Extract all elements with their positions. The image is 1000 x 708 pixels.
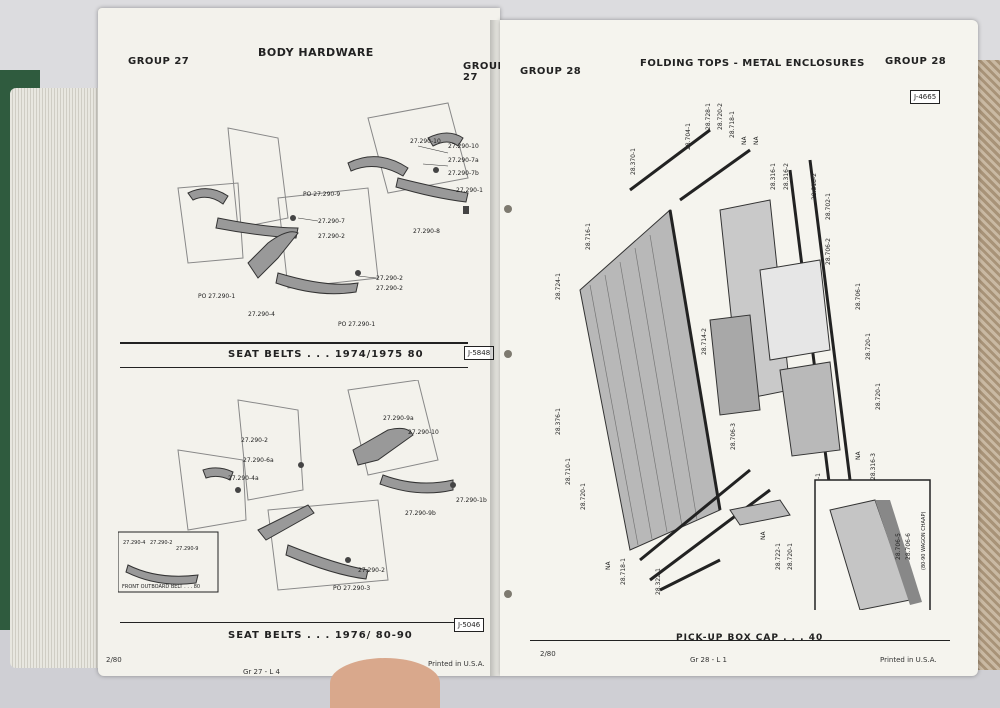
inset-callout: 27.290-9 bbox=[176, 546, 198, 552]
callout-label: 27.290-2 bbox=[358, 567, 385, 574]
callout-label: PO 27.290-1 bbox=[198, 293, 235, 300]
page-stack-edge bbox=[10, 88, 100, 668]
callout-label: 27.290-4 bbox=[248, 311, 275, 318]
section-2-stamp: J-5046 bbox=[454, 618, 485, 632]
right-stamp: J-4665 bbox=[910, 90, 941, 104]
right-page-title: FOLDING TOPS - METAL ENCLOSURES bbox=[640, 58, 865, 69]
callout-label: 28.714-2 bbox=[701, 328, 708, 355]
inset-label: (80-90 WAGON CHAAP) bbox=[921, 512, 927, 570]
left-page-title: BODY HARDWARE bbox=[258, 46, 374, 59]
callout-label: 27.290-6a bbox=[243, 457, 274, 464]
callout-label: 28.376-1 bbox=[555, 408, 562, 435]
seat-belts-1974-diagram: 27.290-10 27.290-10 27.290-7a 27.290-7b … bbox=[177, 102, 483, 328]
callout-label: 27.290-2 bbox=[318, 233, 345, 240]
callout-label: NA bbox=[753, 136, 760, 145]
callout-label: 27.290-7a bbox=[448, 157, 479, 164]
binder-hole bbox=[504, 590, 512, 598]
callout-label: 27.290-4a bbox=[228, 475, 259, 482]
binder-hole bbox=[504, 350, 512, 358]
callout-label: 28.706-3 bbox=[730, 423, 737, 450]
callout-label: 27.290-9b bbox=[405, 510, 436, 517]
callout-label: 27.290-9a bbox=[383, 415, 414, 422]
left-footer-date: 2/80 bbox=[106, 656, 122, 664]
callout-label: NA bbox=[605, 561, 612, 570]
right-footer-date: 2/80 bbox=[540, 650, 556, 658]
callout-label: NA bbox=[855, 451, 862, 460]
section-2-caption: SEAT BELTS . . . 1976/ 80-90 bbox=[228, 630, 413, 641]
callout-label: 27.290-8 bbox=[413, 228, 440, 235]
right-footer-printed: Printed in U.S.A. bbox=[880, 656, 937, 664]
callout-label: 27.290-10 bbox=[448, 143, 479, 150]
callout-label: 28.316-3 bbox=[870, 453, 877, 480]
callout-label: 28.318-2 bbox=[811, 173, 818, 200]
inset-callout: 28.706-5 bbox=[895, 533, 902, 560]
callout-label: PO 27.290-1 bbox=[338, 321, 375, 328]
callout-label: 27.290-2 bbox=[376, 285, 403, 292]
callout-label: PO 27.290-9 bbox=[303, 191, 340, 198]
callout-label: 27.290-10 bbox=[408, 429, 439, 436]
left-group-label-right: GROUP 27 bbox=[463, 61, 506, 83]
callout-label: 28.728-1 bbox=[705, 103, 712, 130]
callout-label: 27.290-7 bbox=[318, 218, 345, 225]
right-group-label-right: GROUP 28 bbox=[885, 56, 947, 67]
section-1-caption: SEAT BELTS . . . 1974/1975 80 bbox=[228, 349, 424, 360]
callout-label: 28.720-2 bbox=[717, 103, 724, 130]
callout-label: 28.706-2 bbox=[825, 238, 832, 265]
left-group-label: GROUP 27 bbox=[128, 56, 190, 67]
callout-label: NA bbox=[760, 531, 767, 540]
callout-label: 27.290-2 bbox=[241, 437, 268, 444]
section-divider bbox=[120, 342, 468, 344]
callout-label: 28.720-1 bbox=[865, 333, 872, 360]
callout-label: 28.718-1 bbox=[620, 558, 627, 585]
right-group-label: GROUP 28 bbox=[520, 66, 582, 77]
callout-label: 27.290-7b bbox=[448, 170, 479, 177]
left-page: GROUP 27 BODY HARDWARE GROUP 27 bbox=[98, 8, 505, 676]
callout-label: 28.722-1 bbox=[775, 543, 782, 570]
callout-label: 28.370-1 bbox=[630, 148, 637, 175]
section-divider bbox=[120, 622, 468, 623]
callout-label: 28.316-1 bbox=[770, 163, 777, 190]
callout-label: 28.702-1 bbox=[825, 193, 832, 220]
callout-label: PO 27.290-3 bbox=[333, 585, 370, 592]
callout-label: 28.710-1 bbox=[565, 458, 572, 485]
right-caption: PICK-UP BOX CAP . . . 40 bbox=[676, 633, 824, 643]
pick-up-box-cap-diagram: 28.728-1 28.720-2 28.718-1 NA NA 28.704-… bbox=[555, 103, 931, 610]
callout-label: 28.720-1 bbox=[875, 383, 882, 410]
callout-label: 28.316-2 bbox=[783, 163, 790, 190]
callout-label: 28.720-1 bbox=[787, 543, 794, 570]
left-footer-page: Gr 27 - L 4 bbox=[243, 668, 280, 676]
callout-label: 28.720-1 bbox=[580, 483, 587, 510]
right-page: GROUP 28 FOLDING TOPS - METAL ENCLOSURES… bbox=[500, 20, 978, 676]
callout-label: 28.724-1 bbox=[555, 273, 562, 300]
callout-label: 28.706-1 bbox=[855, 283, 862, 310]
callout-label: 27.290-2 bbox=[376, 275, 403, 282]
callout-label: 27.290-10 bbox=[410, 138, 441, 145]
seat-belts-1976-diagram: 27.290-9a 27.290-10 27.290-2 27.290-6a 2… bbox=[118, 380, 487, 593]
section-divider bbox=[530, 640, 950, 641]
right-footer-page: Gr 28 - L 1 bbox=[690, 656, 727, 664]
inset-callout: 28.706-6 bbox=[905, 533, 912, 560]
left-footer-printed: Printed in U.S.A. bbox=[428, 660, 485, 668]
callout-label: 28.704-1 bbox=[685, 123, 692, 150]
section-divider bbox=[120, 367, 468, 368]
callout-label: 28.322-1 bbox=[655, 568, 662, 595]
inset-label: FRONT OUTBOARD BELT . . . 80 bbox=[122, 584, 200, 590]
inset-callout: 27.290-4 bbox=[123, 540, 145, 546]
callout-label: 28.716-1 bbox=[585, 223, 592, 250]
section-1-stamp: J-5848 bbox=[464, 346, 495, 360]
callout-label: NA bbox=[741, 136, 748, 145]
callout-label: 28.718-1 bbox=[729, 111, 736, 138]
inset-callout: 27.290-2 bbox=[150, 540, 172, 546]
callout-label: 27.290-1b bbox=[456, 497, 487, 504]
binder-hole bbox=[504, 205, 512, 213]
thumb bbox=[330, 658, 440, 708]
callout-label: 27.290-1 bbox=[456, 187, 483, 194]
